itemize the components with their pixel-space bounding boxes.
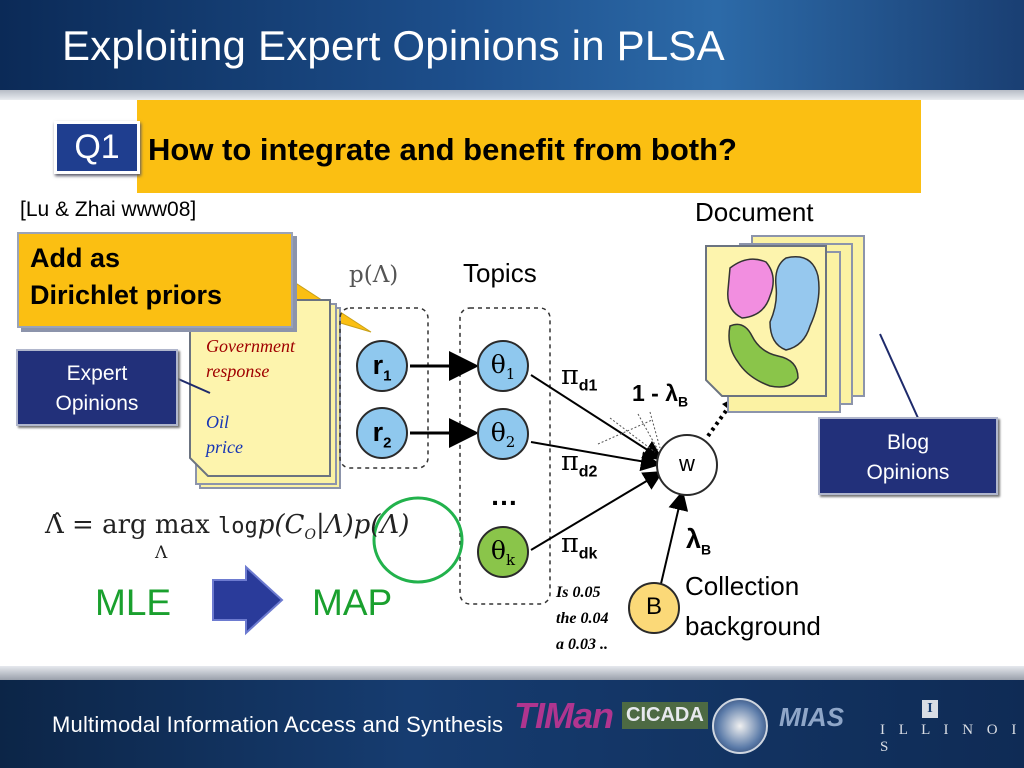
blog-opinions-label: Blog Opinions xyxy=(866,431,950,484)
document-label: Document xyxy=(695,197,814,227)
citation: [Lu & Zhai www08] xyxy=(20,198,197,221)
topics-label: Topics xyxy=(463,258,537,288)
title-stripe xyxy=(0,90,1024,100)
question-banner xyxy=(137,100,921,193)
node-theta1: θ1 xyxy=(477,340,529,392)
map-formula: Λ̂ = arg max logp(CO|Λ)p(Λ) Λ xyxy=(45,510,410,563)
node-thetak: θk xyxy=(477,526,529,578)
weight-pi-d1: πd1 xyxy=(561,360,598,395)
expert-topic-government: Government response xyxy=(206,336,295,381)
mle-map-arrow xyxy=(212,564,284,636)
cicada-logo: CICADA xyxy=(622,702,708,729)
weight-lambda-b: λB xyxy=(686,524,712,558)
slide-title: Exploiting Expert Opinions in PLSA xyxy=(62,22,725,69)
node-w: w xyxy=(656,434,718,496)
arrow-t1-w xyxy=(530,374,664,461)
weight-pi-d2: πd2 xyxy=(561,446,598,481)
pink-region xyxy=(727,258,774,319)
arrow-w-doc xyxy=(706,406,730,438)
map-label: MAP xyxy=(312,582,393,623)
expert-opinions-box: Expert Opinions xyxy=(16,349,178,426)
blue-region xyxy=(769,256,820,351)
mias-logo: MIAS xyxy=(779,702,844,732)
topics-box xyxy=(459,307,551,605)
arrow-t2-w xyxy=(530,441,661,472)
callout-text: Add as Dirichlet priors xyxy=(30,243,223,310)
question-text: How to integrate and benefit from both? xyxy=(148,132,737,167)
collection-words: Is 0.05 the 0.04 a 0.03 .. xyxy=(556,584,609,653)
footer-text: Multimodal Information Access and Synthe… xyxy=(52,712,504,737)
arrow-b-w xyxy=(659,490,689,589)
green-region xyxy=(728,323,799,388)
blog-opinions-box: Blog Opinions xyxy=(818,417,998,495)
expert-connector xyxy=(175,377,211,394)
expert-topic-oil: Oil price xyxy=(206,412,243,457)
blog-connector xyxy=(879,333,919,419)
document-stack xyxy=(705,235,865,413)
title-bar xyxy=(0,0,1024,90)
prior-box xyxy=(339,307,429,469)
illinois-mark-icon: I xyxy=(922,700,938,718)
footer-stripe xyxy=(0,666,1024,680)
dhs-seal-icon xyxy=(712,698,768,754)
weight-one-minus-lambda: 1 - λB xyxy=(632,380,689,410)
highlight-circle xyxy=(372,496,464,584)
mle-label: MLE xyxy=(95,582,172,623)
collection-label: Collection background xyxy=(685,571,821,641)
node-r2: r2 xyxy=(356,407,408,459)
dirichlet-callout: Add as Dirichlet priors xyxy=(17,232,293,328)
prior-label: p(Λ) xyxy=(349,262,399,288)
expert-document xyxy=(189,299,341,489)
weight-pi-dk: πdk xyxy=(561,528,598,563)
arrow-tk-w xyxy=(530,470,664,551)
expert-opinions-label: Expert Opinions xyxy=(55,362,139,415)
topic-ellipsis: … xyxy=(490,480,519,511)
node-theta2: θ2 xyxy=(477,408,529,460)
node-b: B xyxy=(628,582,680,634)
question-badge: Q1 xyxy=(54,121,140,174)
illinois-logo: I L L I N O I S xyxy=(880,722,1022,755)
node-r1: r1 xyxy=(356,340,408,392)
footer-bar xyxy=(0,680,1024,768)
timan-logo: TIMan xyxy=(514,695,614,736)
